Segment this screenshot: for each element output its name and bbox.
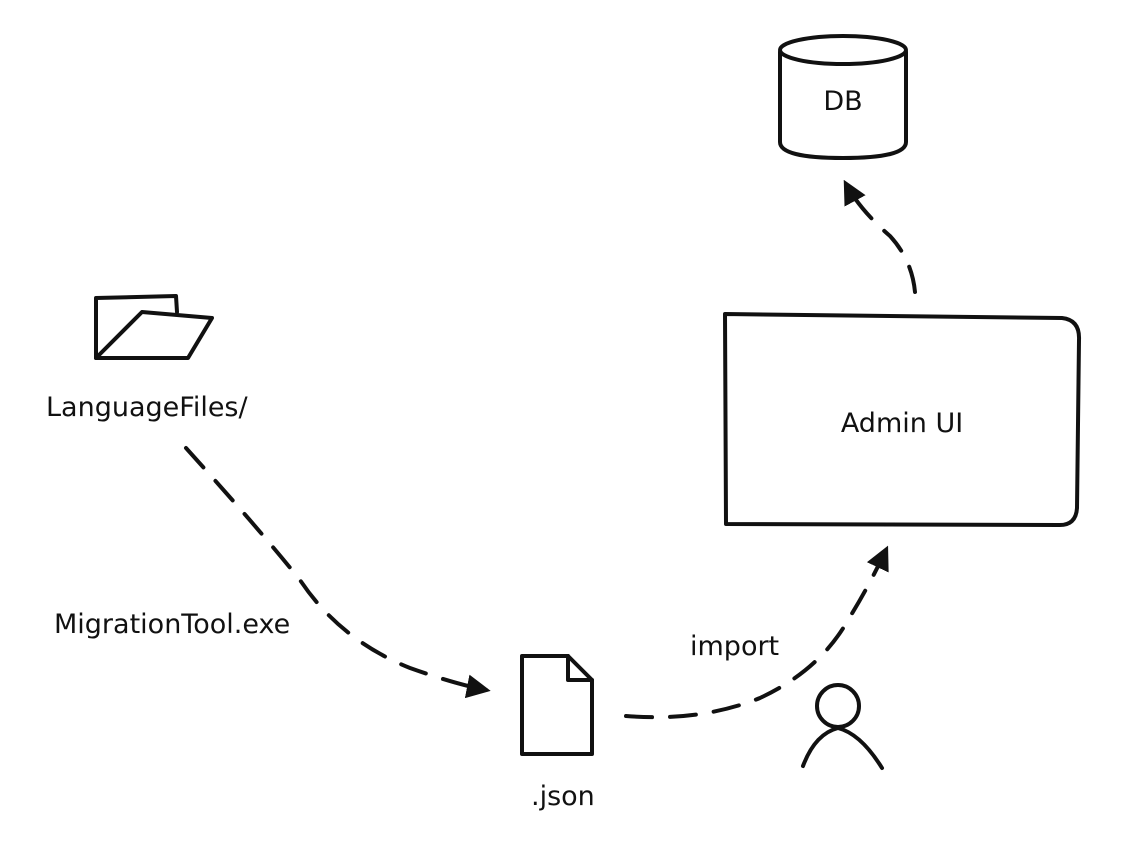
database-icon: [778, 34, 908, 160]
document-icon: [520, 654, 594, 756]
admin-ui-label: Admin UI: [841, 408, 963, 439]
language-files-node[interactable]: LanguageFiles/: [46, 294, 248, 423]
user-icon: [801, 683, 884, 770]
language-files-label: LanguageFiles/: [46, 392, 248, 423]
edge-import: import: [624, 545, 889, 720]
admin-ui-node[interactable]: Admin UI: [723, 312, 1082, 528]
admin-to-db-arrow: [843, 179, 917, 294]
import-label: import: [690, 631, 779, 662]
db-label: DB: [823, 86, 862, 117]
json-file-node[interactable]: .json: [520, 654, 595, 812]
migration-arrow: [184, 446, 491, 699]
edge-admin-to-db: [843, 179, 917, 294]
edge-migration: MigrationTool.exe: [54, 446, 491, 699]
db-node[interactable]: DB: [778, 34, 908, 160]
json-file-label: .json: [531, 781, 595, 812]
folder-icon: [94, 294, 214, 360]
import-arrow: [624, 545, 889, 720]
migration-label: MigrationTool.exe: [54, 609, 290, 640]
admin-ui-box: [723, 312, 1082, 528]
